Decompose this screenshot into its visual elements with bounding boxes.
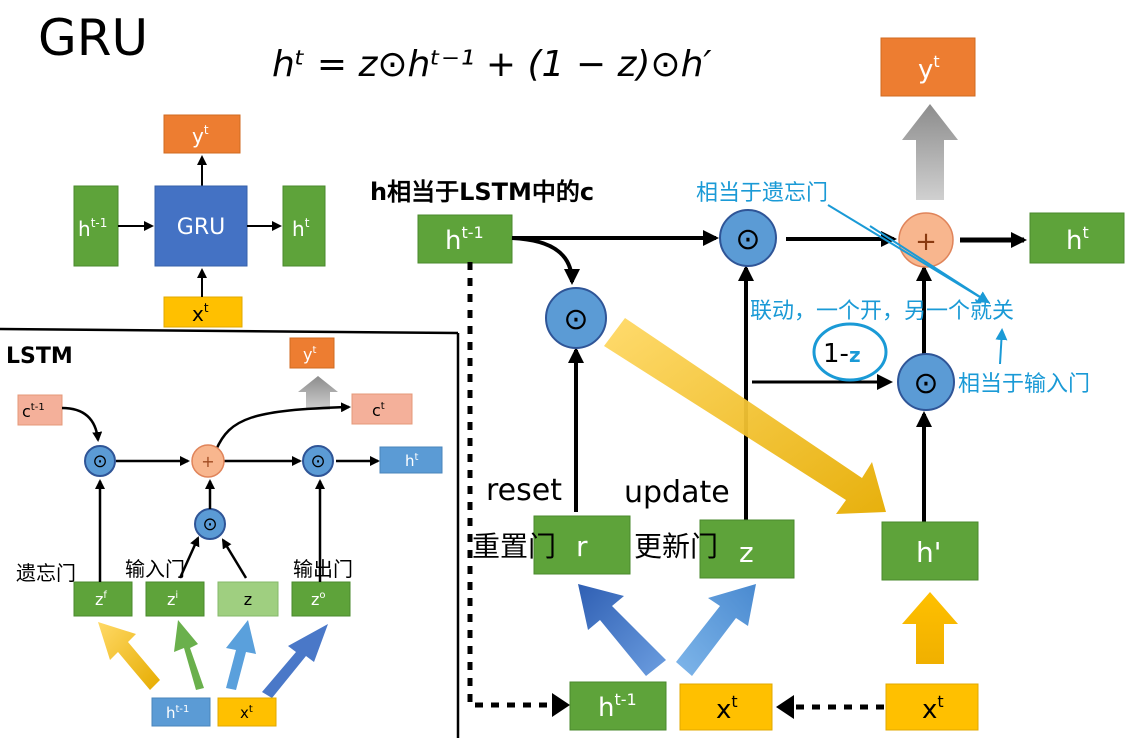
small-h-next-box: [282, 185, 326, 267]
h-prime-box: [881, 521, 979, 581]
lstm-y-label: yt: [303, 345, 316, 364]
reset-gate-label: 重置门: [472, 530, 556, 563]
h-equals-c-note: h相当于LSTM中的c: [370, 178, 594, 206]
main-h-prev-label: ht-1: [445, 223, 484, 256]
x-to-hprime-arrow: [902, 592, 958, 664]
lstm-c-prev-label: ct-1: [22, 402, 45, 421]
lstm-y-box: [289, 337, 335, 369]
lstm-forget-mult-icon: [84, 445, 116, 477]
svg-text:⊙: ⊙: [310, 451, 325, 472]
svg-text:⊙: ⊙: [202, 514, 217, 535]
lstm-zi-box: [145, 581, 205, 617]
lstm-y-arrow: [298, 376, 338, 410]
one-minus-label: 1-z: [823, 339, 861, 369]
lstm-arrow-zf: [98, 622, 160, 690]
lstm-zo-label: zo: [311, 590, 326, 609]
lstm-title: LSTM: [6, 344, 73, 369]
lstm-arrow-zo: [262, 624, 328, 698]
main-y-label: yt: [918, 52, 940, 85]
lstm-x-label: xt: [240, 704, 253, 722]
gru-core-box: [154, 185, 248, 267]
lstm-arrow-zi: [174, 620, 204, 690]
main-h-next-label: ht: [1066, 223, 1089, 256]
gru-core-label: GRU: [177, 215, 225, 240]
linked-gates-note: 联动，一个开，另一个就关: [750, 299, 1014, 324]
input-gate-note: 相当于输入门: [958, 372, 1090, 397]
lstm-c-next-label: ct: [372, 401, 385, 420]
reset-label: reset: [486, 473, 562, 508]
gru-formula: hᵗ = z⊙hᵗ⁻¹ + (1 − z)⊙h′: [272, 44, 712, 85]
lstm-forget-gate-label: 遗忘门: [16, 561, 76, 585]
lstm-output-gate-label: 输出门: [293, 557, 353, 581]
svg-text:⊙: ⊙: [735, 222, 760, 257]
lstm-c-prev-box: [17, 394, 63, 426]
lstm-z-label: z: [244, 590, 252, 609]
main-input-mult-icon: [897, 353, 955, 411]
update-label: update: [624, 475, 730, 510]
lstm-input-gate-label: 输入门: [125, 557, 185, 581]
svg-text:⊙: ⊙: [92, 451, 107, 472]
lstm-block: LSTM ct-1 yt ct ⊙ + ⊙ ⊙ ht: [6, 337, 443, 727]
lstm-c-next-box: [351, 393, 413, 425]
small-y-label: yt: [192, 123, 209, 148]
main-h-prev-box: [417, 214, 513, 264]
bottom-h-prev-label: ht-1: [598, 690, 637, 723]
one-minus-z-highlight: [812, 322, 888, 382]
arrow-to-reset-gate: [578, 584, 666, 676]
lstm-z-box: [217, 581, 279, 617]
small-h-prev-label: ht-1: [78, 216, 107, 241]
small-x-box: [163, 296, 243, 328]
forget-gate-note: 相当于遗忘门: [696, 181, 828, 206]
bottom-x-box: [679, 683, 773, 731]
bottom-h-prev-box: [569, 681, 667, 731]
main-h-next-box: [1029, 212, 1125, 264]
lstm-arrow-z: [226, 620, 256, 690]
update-gate-box: [699, 519, 795, 579]
small-gru-block: yt GRU ht-1 ht xt: [73, 114, 326, 328]
main-forget-mult-icon: [719, 209, 777, 267]
lstm-zf-label: zf: [95, 590, 107, 609]
svg-text:+: +: [201, 452, 214, 471]
arrow-to-update-gate: [676, 584, 756, 676]
reset-to-hprime-arrow: [604, 318, 886, 514]
lstm-zo-box: [291, 581, 351, 617]
lstm-zi-label: zi: [167, 590, 178, 609]
main-y-arrow: [902, 104, 958, 200]
update-gate-label: 更新门: [634, 530, 718, 563]
lstm-h-next-label: ht: [405, 452, 419, 470]
page-title: GRU: [38, 9, 148, 67]
svg-text:⊙: ⊙: [913, 366, 938, 401]
reset-gate-box-label: r: [576, 530, 588, 563]
lstm-h-prev-box: [151, 697, 211, 727]
bottom-x-label: xt: [716, 692, 738, 725]
h-prev-dotted-path: [467, 262, 556, 708]
svg-text:+: +: [915, 227, 937, 257]
lstm-h-next-box: [379, 446, 443, 474]
main-reset-mult-icon: [545, 287, 607, 349]
lstm-h-prev-label: ht-1: [166, 704, 189, 722]
update-gate-box-label: z: [739, 536, 754, 569]
bottom-x-right-box: [885, 683, 979, 731]
lstm-divider-horizontal: [0, 327, 459, 335]
svg-text:⊙: ⊙: [563, 302, 588, 337]
lstm-add-icon: [191, 444, 225, 478]
small-h-prev-box: [73, 185, 119, 267]
reset-gate-box: [533, 515, 631, 575]
lstm-x-box: [217, 697, 277, 727]
lstm-zf-box: [73, 581, 133, 617]
gru-detail-block: h相当于LSTM中的c ht-1 yt ⊙ + ⊙ ⊙ ht 相当于遗忘门: [370, 37, 1125, 731]
bottom-x-right-label: xt: [922, 692, 944, 725]
small-x-label: xt: [192, 301, 209, 326]
main-y-box: [880, 37, 976, 97]
h-prime-label: h': [916, 536, 941, 569]
small-h-next-label: ht: [292, 216, 310, 241]
lstm-output-mult-icon: [302, 445, 334, 477]
small-y-box: [163, 114, 241, 154]
